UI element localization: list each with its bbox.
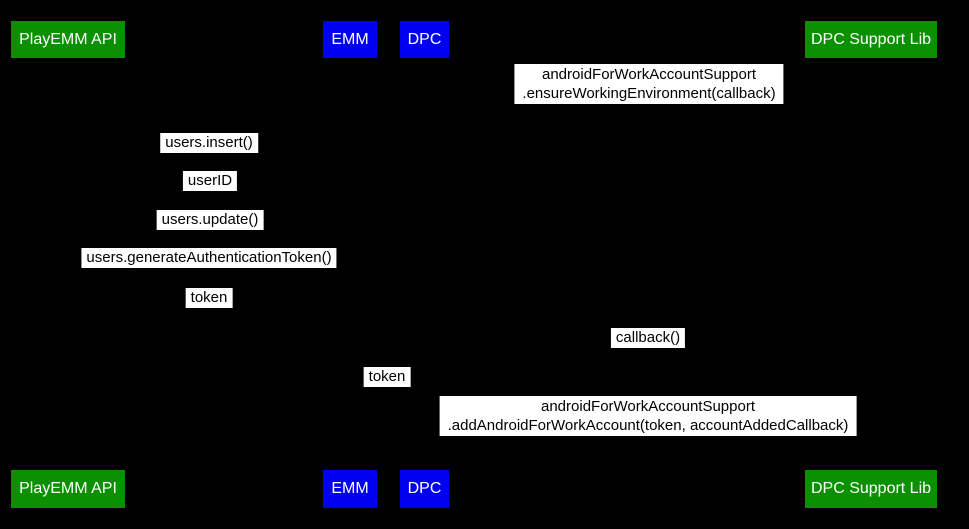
message-token-forward: token — [363, 367, 411, 387]
actor-emm-bottom: EMM — [323, 470, 377, 508]
message-add-android-for-work-account: androidForWorkAccountSupport .addAndroid… — [439, 396, 857, 436]
actor-emm-top: EMM — [323, 21, 377, 58]
message-line: androidForWorkAccountSupport — [541, 398, 755, 415]
actor-playemm-api-top: PlayEMM API — [11, 21, 125, 58]
actor-dpc-support-lib-top: DPC Support Lib — [805, 21, 937, 58]
message-ensure-working-environment: androidForWorkAccountSupport .ensureWork… — [514, 64, 784, 104]
message-users-generate-authentication-token: users.generateAuthenticationToken() — [81, 248, 337, 268]
actor-dpc-top: DPC — [400, 21, 449, 58]
message-user-id: userID — [182, 171, 238, 191]
message-users-insert: users.insert() — [160, 133, 258, 153]
actor-playemm-api-bottom: PlayEMM API — [11, 470, 125, 508]
message-line: androidForWorkAccountSupport — [541, 66, 756, 83]
message-line: .addAndroidForWorkAccount(token, account… — [447, 417, 849, 434]
message-line: .ensureWorkingEnvironment(callback) — [522, 85, 776, 102]
message-token-return: token — [185, 288, 233, 308]
actor-dpc-support-lib-bottom: DPC Support Lib — [805, 470, 937, 508]
actor-dpc-bottom: DPC — [400, 470, 449, 508]
message-callback: callback() — [610, 328, 686, 348]
message-users-update: users.update() — [156, 210, 264, 230]
